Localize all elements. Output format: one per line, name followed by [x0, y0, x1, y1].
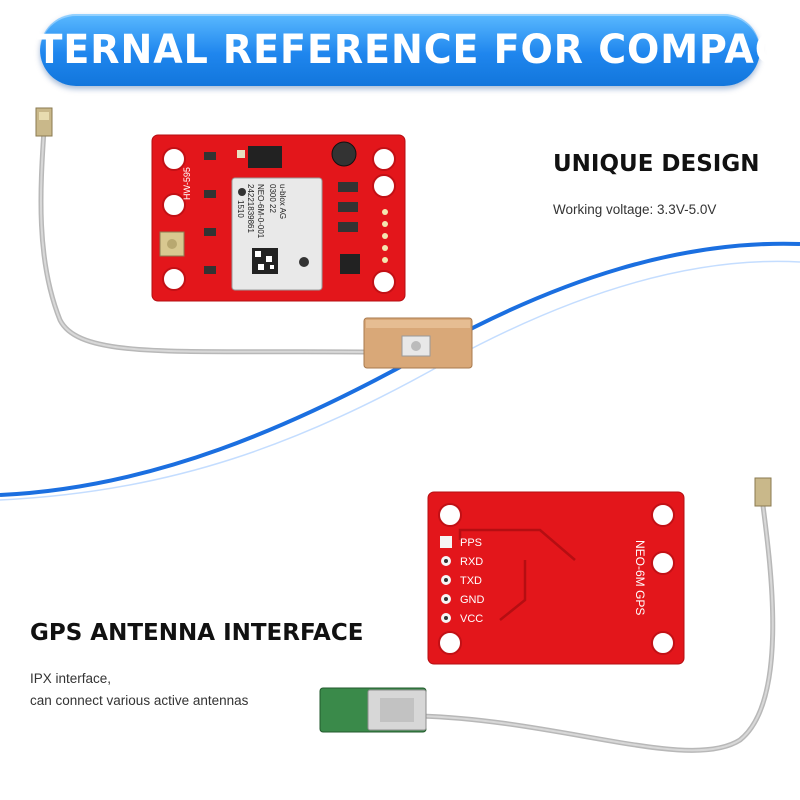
- title-banner: INTERNAL REFERENCE FOR COMPACT: [0, 14, 800, 86]
- module-line-1: NEO-6M-0-001: [256, 184, 265, 239]
- working-voltage-text: Working voltage: 3.3V-5.0V: [553, 202, 717, 217]
- module-line-5: u-blox AG: [278, 184, 287, 219]
- board-model-label: HW-595: [182, 167, 192, 200]
- ipx-interface-text: IPX interface,: [30, 671, 112, 686]
- pin-label-gnd: GND: [460, 594, 485, 606]
- module-line-3: 1510: [236, 200, 245, 218]
- pin-label-pps: PPS: [460, 537, 482, 549]
- module-line-2: 24221839861: [246, 184, 255, 233]
- board-side-label: NEO-6M GPS: [633, 540, 647, 615]
- module-line-4: 0300 22: [268, 184, 277, 213]
- banner-title: INTERNAL REFERENCE FOR COMPACT: [0, 27, 800, 73]
- unique-design-heading: UNIQUE DESIGN: [553, 151, 760, 177]
- active-antenna-text: can connect various active antennas: [30, 693, 249, 708]
- pin-label-rxd: RXD: [460, 556, 483, 568]
- pin-label-txd: TXD: [460, 575, 482, 587]
- gps-antenna-heading: GPS ANTENNA INTERFACE: [30, 620, 364, 646]
- pin-label-vcc: VCC: [460, 613, 483, 625]
